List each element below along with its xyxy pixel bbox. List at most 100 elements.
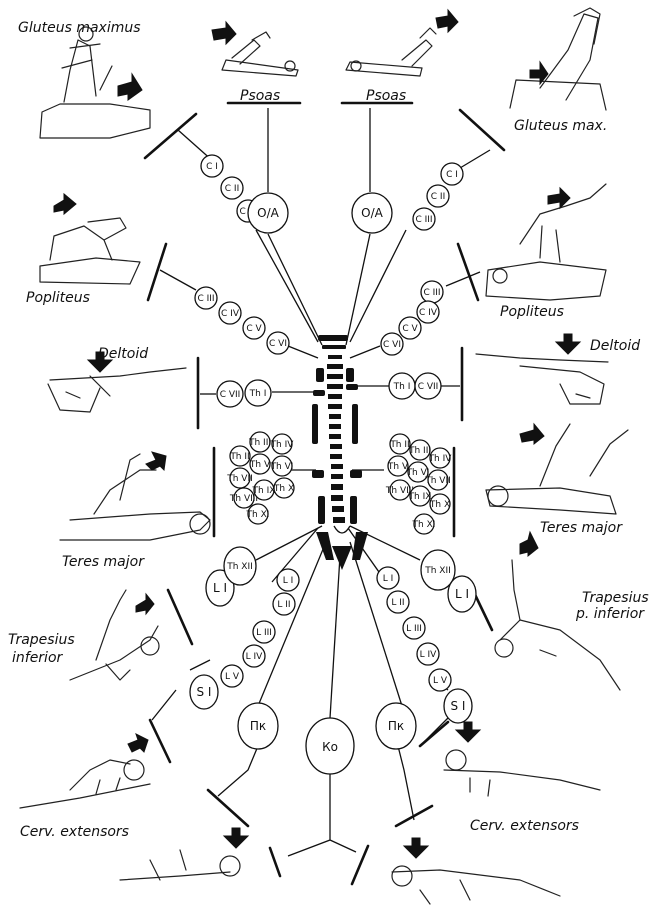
- node-left-th11: Th XI: [246, 503, 270, 525]
- node-right-c6: C VI: [380, 332, 404, 356]
- arrow-icon: [117, 72, 143, 101]
- arrow-icon: [127, 733, 149, 753]
- label-deltoid-right: Deltoid: [590, 338, 640, 354]
- node-left-c5: C V: [242, 316, 266, 340]
- nodes-right: C I C II C III O/A C III C IV C V C VI T…: [351, 162, 477, 750]
- arrow-icon: [519, 530, 539, 558]
- node-right-l1b: L I: [376, 566, 400, 590]
- node-center-ko: Ко: [305, 717, 355, 775]
- label-cerv-left: Cerv. extensors: [20, 824, 129, 840]
- node-right-th3: Th III: [408, 439, 431, 461]
- svg-text:O/A: O/A: [361, 206, 383, 220]
- svg-text:C I: C I: [206, 162, 218, 172]
- node-left-l5: L V: [220, 664, 244, 688]
- node-left-th5: Th V: [249, 453, 271, 475]
- svg-text:L III: L III: [256, 628, 272, 638]
- node-left-l2: L II: [272, 592, 296, 616]
- illustration-cerv-left: [19, 733, 151, 809]
- arrow-icon: [435, 8, 459, 34]
- illustration-popliteus-right: [485, 183, 607, 301]
- svg-text:Th IX: Th IX: [252, 486, 276, 496]
- illustration-popliteus-left: [39, 192, 141, 285]
- node-right-s1: S I: [443, 688, 473, 724]
- label-teres-left: Teres major: [62, 554, 145, 570]
- illustration-bottom-right: [391, 837, 561, 905]
- label-deltoid-left: Deltoid: [98, 346, 148, 362]
- illustration-trapezius-left: [69, 589, 160, 681]
- node-right-th6: Th VI: [406, 461, 430, 483]
- svg-text:C III: C III: [197, 294, 214, 304]
- svg-text:Th X: Th X: [429, 500, 450, 510]
- node-right-th10: Th X: [429, 493, 451, 515]
- svg-text:Th VI: Th VI: [406, 468, 430, 478]
- label-psoas-right: Psoas: [366, 88, 406, 104]
- node-left-l4: L IV: [242, 644, 266, 668]
- node-right-c4: C IV: [416, 300, 440, 324]
- node-right-l4: L IV: [416, 642, 440, 666]
- arrow-icon: [402, 837, 430, 859]
- svg-text:Th VIII: Th VIII: [385, 486, 414, 496]
- svg-text:L IV: L IV: [246, 652, 264, 662]
- illustration-teres-left: [59, 451, 211, 541]
- label-gluteus-left: Gluteus maximus: [18, 20, 141, 36]
- arrow-icon: [547, 186, 571, 210]
- svg-text:Th IV: Th IV: [428, 454, 453, 464]
- node-right-th7: Th VII: [424, 469, 451, 491]
- node-right-th8: Th VIII: [385, 479, 414, 501]
- illustration-bottom-left: [119, 827, 250, 881]
- svg-text:C VII: C VII: [418, 382, 439, 392]
- illustration-trapezius-right: [494, 530, 621, 691]
- illustration-deltoid-left: [47, 351, 187, 413]
- svg-text:C VI: C VI: [269, 339, 287, 349]
- illustration-psoas-left: [211, 20, 299, 77]
- node-right-l5: L V: [428, 668, 452, 692]
- svg-text:C VII: C VII: [220, 390, 241, 400]
- node-right-th9: Th IX: [408, 485, 431, 507]
- svg-text:Th I: Th I: [393, 382, 411, 392]
- svg-text:Пк: Пк: [250, 719, 266, 733]
- label-trapezius-left-2: inferior: [12, 650, 64, 666]
- svg-text:Th III: Th III: [408, 446, 431, 456]
- node-right-c7: C VII: [414, 372, 442, 400]
- node-right-pk: Пк: [375, 702, 417, 750]
- node-left-l1: L I: [205, 569, 235, 607]
- illustration-cerv-right: [443, 721, 601, 797]
- svg-text:S I: S I: [197, 685, 212, 699]
- label-popliteus-left: Popliteus: [26, 290, 90, 306]
- svg-text:L II: L II: [277, 600, 290, 610]
- svg-text:C V: C V: [402, 324, 418, 334]
- node-right-c3b: C III: [420, 280, 444, 304]
- svg-text:O/A: O/A: [257, 206, 279, 220]
- svg-text:Th X: Th X: [273, 484, 294, 494]
- arrow-icon: [454, 721, 482, 743]
- illustration-teres-right: [485, 422, 629, 515]
- svg-text:Th V: Th V: [249, 460, 271, 470]
- label-teres-right: Teres major: [540, 520, 623, 536]
- nodes-left: C I C II C III O/A C III C IV C V C VI C…: [189, 154, 300, 750]
- svg-text:C III: C III: [415, 215, 432, 225]
- svg-text:Th V: Th V: [387, 462, 409, 472]
- node-left-s1: S I: [189, 674, 219, 710]
- node-right-th12: Th XII: [420, 549, 456, 591]
- arrow-icon: [86, 351, 114, 373]
- illustration-psoas-right: [345, 8, 459, 77]
- node-left-th3: Th III: [248, 431, 271, 453]
- labels: Gluteus maximus Psoas Psoas Gluteus max.…: [8, 20, 649, 840]
- node-left-th2: Th II: [229, 445, 251, 467]
- node-right-th4: Th IV: [428, 447, 453, 469]
- arrow-icon: [519, 422, 545, 446]
- node-right-l1: L I: [447, 575, 477, 613]
- illustration-gluteus-right: [509, 7, 607, 111]
- arrow-icon: [135, 592, 155, 616]
- label-trapezius-left-1: Trapesius: [8, 632, 75, 648]
- svg-text:Th III: Th III: [248, 438, 271, 448]
- node-right-oa: O/A: [351, 192, 393, 234]
- svg-text:Th VII: Th VII: [226, 474, 253, 484]
- svg-text:Пк: Пк: [388, 719, 404, 733]
- node-right-th2: Th II: [389, 433, 411, 455]
- svg-text:Th XI: Th XI: [246, 510, 270, 520]
- node-left-c2: C II: [220, 176, 244, 200]
- svg-text:Th VII: Th VII: [424, 476, 451, 486]
- svg-text:Ко: Ко: [322, 740, 338, 754]
